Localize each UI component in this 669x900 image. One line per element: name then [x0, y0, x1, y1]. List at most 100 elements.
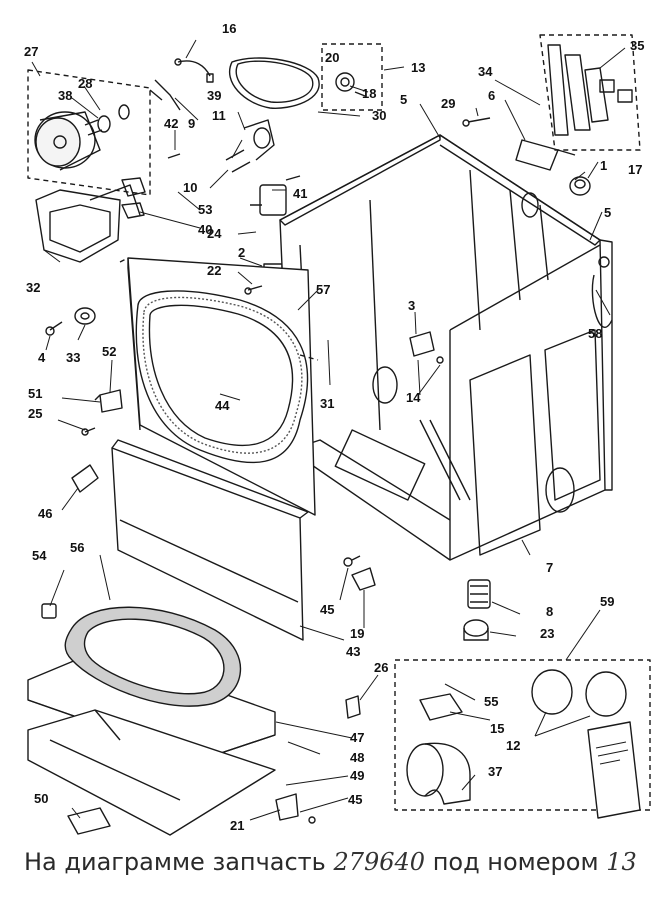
hinge-46: [71, 464, 99, 493]
callout-3: 3: [408, 298, 415, 313]
terminal-block-35: [547, 44, 633, 136]
motor-clips: [121, 79, 181, 219]
callout-34: 34: [478, 64, 493, 79]
callout-6: 6: [488, 88, 495, 103]
idler-pulley-assembly: [225, 119, 275, 173]
callout-1: 1: [600, 158, 607, 173]
terminal-group-box: [539, 34, 641, 151]
front-panel: [127, 257, 316, 516]
callout-45b: 45: [348, 792, 362, 807]
callout-23: 23: [540, 626, 554, 641]
callout-53: 53: [198, 202, 212, 217]
leveling-leg-8: [467, 579, 491, 609]
callout-33: 33: [66, 350, 80, 365]
clip-19: [351, 567, 376, 591]
drive-belt: [229, 57, 320, 109]
callout-13: 13: [411, 60, 425, 75]
front-panel-outline-dashed: [119, 257, 319, 361]
door-catch-52: [94, 389, 123, 413]
callout-44: 44: [215, 398, 230, 413]
callout-12: 12: [506, 738, 520, 753]
callout-46: 46: [38, 506, 52, 521]
cabinet-rear-panel: [591, 239, 613, 491]
foot-50: [67, 807, 111, 835]
motor-mount-bracket: [35, 184, 141, 263]
wire-harness: [174, 58, 214, 83]
motor-group-box: [27, 69, 151, 196]
terminal-block-6: [515, 139, 576, 171]
callout-51: 51: [28, 386, 42, 401]
drum-seal-56: [64, 606, 242, 707]
callout-49: 49: [350, 768, 364, 783]
callout-24: 24: [207, 226, 222, 241]
vent-caps-12: [531, 669, 627, 717]
callout-31: 31: [320, 396, 334, 411]
cabinet-screws: [462, 117, 491, 127]
bracket-3: [409, 331, 444, 364]
caption-callout-number: 13: [606, 848, 637, 876]
callout-40: 40: [198, 222, 212, 237]
washer-33: [74, 307, 96, 325]
callout-26: 26: [374, 660, 388, 675]
glide-54: [41, 603, 57, 619]
clip-26: [345, 695, 361, 719]
caption: На диаграмме запчасть 279640 под номером…: [24, 848, 664, 884]
caption-part-number: 279640: [333, 848, 426, 876]
leader-lines: [31, 39, 626, 821]
callout-7: 7: [546, 560, 553, 575]
callout-27: 27: [24, 44, 38, 59]
callout-56: 56: [70, 540, 84, 555]
door-seal-44: [142, 296, 303, 454]
base-frame-49: [27, 709, 276, 836]
caption-middle: под номером: [425, 848, 607, 876]
screw-45: [343, 555, 361, 567]
instruction-sheet: [587, 721, 641, 819]
callout-20: 20: [325, 50, 339, 65]
callout-11: 11: [212, 108, 226, 123]
callout-4: 4: [38, 350, 46, 365]
caption-prefix: На диаграмме запчасть: [24, 848, 334, 876]
accessory-kit-box: [394, 659, 651, 811]
callout-42: 42: [164, 116, 178, 131]
callout-52: 52: [102, 344, 116, 359]
motor-pulley: [97, 104, 130, 133]
pulley-group-box: [321, 43, 383, 111]
callout-29: 29: [441, 96, 455, 111]
callout-55: 55: [484, 694, 498, 709]
lower-panel-43: [111, 439, 309, 641]
foot-pad-23: [463, 619, 489, 641]
callout-21: 21: [230, 818, 244, 833]
callout-22: 22: [207, 263, 221, 278]
callout-9: 9: [188, 116, 195, 131]
callout-38: 38: [58, 88, 72, 103]
vent-elbow-37: [406, 742, 471, 805]
instruction-sheet-text: [595, 741, 629, 765]
vent-plate-15: [419, 693, 463, 721]
callout-57: 57: [316, 282, 330, 297]
callout-39: 39: [207, 88, 221, 103]
callout-16: 16: [222, 21, 236, 36]
callout-17: 17: [628, 162, 642, 177]
callout-5a: 5: [400, 92, 407, 107]
callout-58: 58: [588, 326, 602, 341]
callout-50: 50: [34, 791, 48, 806]
callout-48: 48: [350, 750, 364, 765]
callout-45a: 45: [320, 602, 334, 617]
callout-19: 19: [350, 626, 364, 641]
callout-14: 14: [406, 390, 421, 405]
callout-10: 10: [183, 180, 197, 195]
callout-41: 41: [293, 186, 307, 201]
knob-17: [569, 176, 591, 196]
callout-59: 59: [600, 594, 614, 609]
callout-8: 8: [546, 604, 553, 619]
callout-30: 30: [372, 108, 386, 123]
callout-labels: 1 2 3 4 5 5 6 7 8 9 10 11 12 13 14 15 16…: [24, 21, 644, 833]
idler-pulley-bearing: [335, 72, 366, 97]
callout-47: 47: [350, 730, 364, 745]
drive-motor: [34, 111, 103, 171]
callout-37: 37: [488, 764, 502, 779]
callout-2: 2: [238, 245, 245, 260]
callout-28: 28: [78, 76, 92, 91]
callout-35: 35: [630, 38, 644, 53]
